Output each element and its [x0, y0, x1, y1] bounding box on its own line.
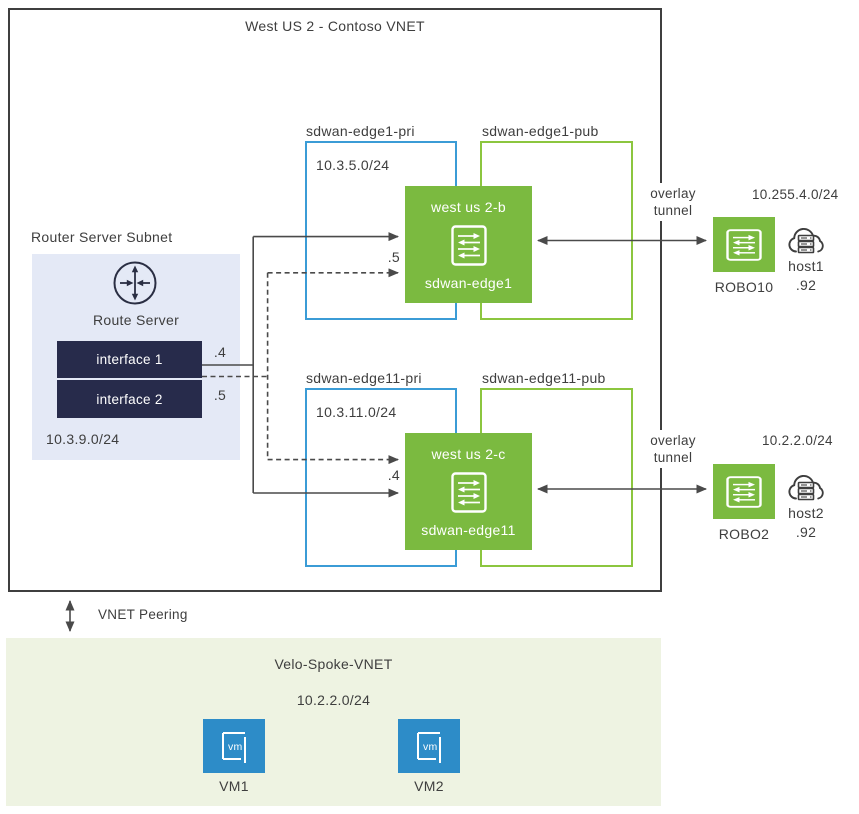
- interface-1: interface 1: [57, 341, 202, 378]
- host2-ip: .92: [795, 524, 817, 540]
- interface-2-ip: .5: [213, 387, 227, 403]
- host-cloud-icon: [788, 474, 824, 501]
- vm2-node: vm: [398, 719, 460, 773]
- robo10-label: ROBO10: [714, 279, 774, 295]
- route-server-label: Route Server: [92, 312, 180, 328]
- sdwan-edge-icon: [726, 475, 762, 508]
- interface-2: interface 2: [57, 380, 202, 418]
- vm-icon: vm: [417, 732, 441, 763]
- interface-1-ip: .4: [213, 344, 227, 360]
- route-subnet-cidr: 10.3.9.0/24: [46, 431, 120, 447]
- vm1-node: vm: [203, 719, 265, 773]
- spoke-title: Velo-Spoke-VNET: [274, 656, 393, 672]
- edge11-node: west us 2-c sdwan-edge11: [405, 433, 532, 550]
- edge1-pri-label: sdwan-edge1-pri: [306, 123, 415, 139]
- host2-label: host2: [788, 505, 824, 521]
- robo2-cidr: 10.2.2.0/24: [762, 433, 833, 448]
- edge11-pub-label: sdwan-edge11-pub: [482, 370, 606, 386]
- edge1-pri-cidr: 10.3.5.0/24: [316, 157, 390, 173]
- edge11-ip: .4: [387, 467, 400, 483]
- edge11-zone: west us 2-c: [431, 446, 506, 462]
- vm1-label: VM1: [219, 778, 249, 794]
- robo2-label: ROBO2: [718, 526, 770, 542]
- edge1-zone: west us 2-b: [431, 199, 506, 215]
- vnet-peering-label: VNET Peering: [98, 607, 188, 622]
- route-server-subnet-label: Router Server Subnet: [31, 229, 173, 245]
- edge11-name: sdwan-edge11: [421, 522, 516, 538]
- edge11-pri-label: sdwan-edge11-pri: [306, 370, 422, 386]
- edge11-pri-cidr: 10.3.11.0/24: [316, 404, 397, 420]
- spoke-cidr: 10.2.2.0/24: [296, 692, 371, 708]
- svg-text:vm: vm: [423, 741, 438, 753]
- edge1-node: west us 2-b sdwan-edge1: [405, 186, 532, 303]
- sdwan-edge-icon: [450, 224, 487, 266]
- edge1-ip: .5: [387, 249, 400, 265]
- robo2-node: [713, 464, 775, 519]
- sdwan-edge-icon: [450, 471, 487, 513]
- host1-label: host1: [788, 258, 824, 274]
- velo-spoke-vnet-box: [6, 638, 661, 806]
- overlay-tunnel-label-2: overlay tunnel: [643, 430, 703, 468]
- edge1-pub-label: sdwan-edge1-pub: [482, 123, 599, 139]
- robo10-cidr: 10.255.4.0/24: [752, 187, 839, 202]
- host1-ip: .92: [795, 277, 817, 293]
- robo10-node: [713, 217, 775, 272]
- host-cloud-icon: [788, 227, 824, 254]
- contoso-vnet-box: [8, 8, 662, 592]
- sdwan-edge-icon: [726, 228, 762, 261]
- edge1-name: sdwan-edge1: [424, 275, 513, 291]
- vm-icon: vm: [222, 732, 246, 763]
- vnet-title: West US 2 - Contoso VNET: [245, 18, 425, 34]
- vm2-label: VM2: [414, 778, 444, 794]
- route-server-icon: [113, 261, 157, 305]
- overlay-tunnel-label-1: overlay tunnel: [643, 183, 703, 221]
- svg-text:vm: vm: [228, 741, 243, 753]
